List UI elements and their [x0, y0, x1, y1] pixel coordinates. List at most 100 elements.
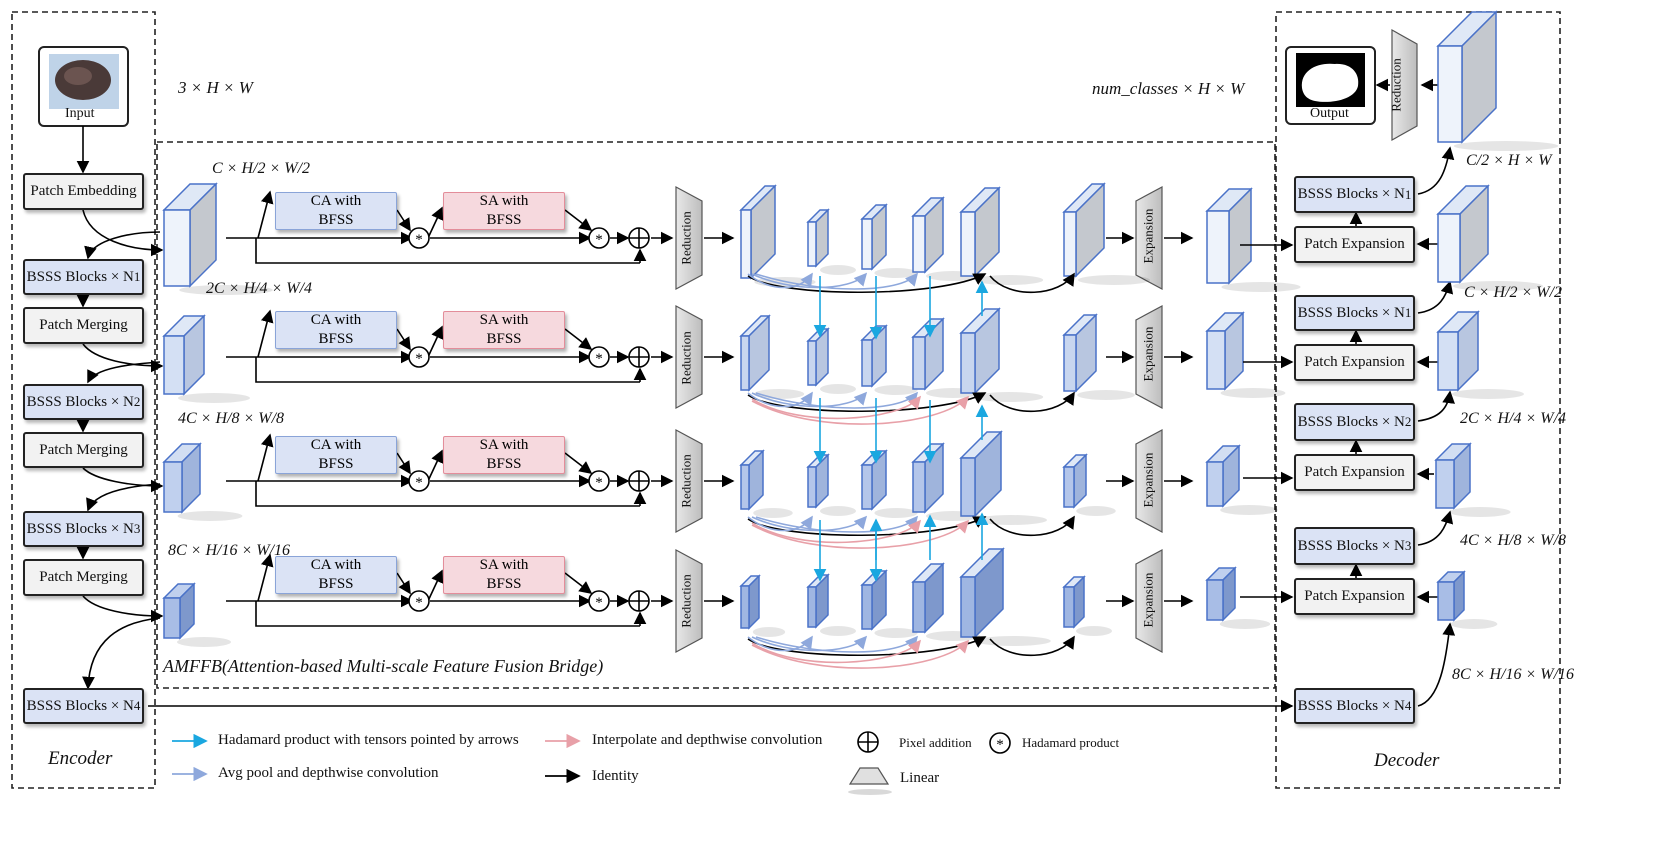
decoder-bsss3-label: BSSS Blocks × N	[1297, 537, 1405, 554]
sa-box-row1: SA with BFSS	[443, 192, 565, 230]
fusion-cube-r1-c1	[739, 184, 816, 287]
expand4-label: Patch Expansion	[1304, 588, 1405, 604]
output-dim: num_classes × H × W	[1092, 79, 1245, 98]
svg-text:*: *	[415, 595, 423, 611]
expansion-label-row4: Expansion	[1140, 572, 1156, 628]
dec-cube-5	[1436, 570, 1498, 629]
output-label: Output	[1310, 106, 1349, 121]
hadamard-sa-row3: *	[588, 470, 610, 492]
reduction-label-row3: Reduction	[678, 454, 694, 508]
svg-text:*: *	[415, 232, 423, 248]
dec-cube-2	[1436, 184, 1543, 291]
enc-cube-row3	[162, 442, 243, 521]
hadamard-sa-row2: *	[588, 346, 610, 368]
pixel-addition-icon	[857, 731, 879, 753]
fusion-cube-r3-c6	[1062, 453, 1116, 516]
expansion-label-row3: Expansion	[1140, 452, 1156, 508]
merge1-label: Patch Merging	[39, 317, 128, 333]
patch-merging-1: Patch Merging	[23, 307, 144, 344]
input-label: Input	[65, 106, 95, 121]
merge2-label: Patch Merging	[39, 441, 128, 458]
fusion-cube-r2-c1	[739, 314, 805, 399]
expansion-label-row2: Expansion	[1140, 326, 1156, 382]
fusion-cube-r4-c6	[1062, 575, 1112, 636]
ca-box-row2: CA with BFSS	[275, 311, 397, 349]
exp-cube-row2	[1205, 311, 1286, 398]
enc-cube-row2	[162, 314, 250, 403]
merge3-label: Patch Merging	[39, 569, 128, 585]
svg-text:*: *	[595, 232, 603, 248]
svg-text:*: *	[595, 595, 603, 611]
expansion-shape-row4	[1135, 548, 1163, 654]
reduction-label-row4: Reduction	[678, 574, 694, 628]
cross-scale-connections	[747, 272, 1075, 669]
hadamard-ca-row2: *	[408, 346, 430, 368]
hadamard-ca-row3: *	[408, 470, 430, 492]
expand2-label: Patch Expansion	[1304, 354, 1405, 370]
hadamard-sa-row4: *	[588, 590, 610, 612]
input-image	[38, 46, 129, 127]
decoder-bsss4-label: BSSS Blocks × N	[1297, 697, 1405, 714]
expansion-shape-row2	[1135, 304, 1163, 410]
svg-text:*: *	[595, 351, 603, 367]
svg-text:*: *	[415, 351, 423, 367]
dec5-dim: 8C × H/16 × W/16	[1452, 666, 1575, 683]
sa-box-row4: SA with BFSS	[443, 556, 565, 594]
patch-expansion-1: Patch Expansion	[1294, 226, 1415, 263]
legend-hadamard-arrows: Hadamard product with tensors pointed by…	[218, 732, 519, 748]
patch-expansion-3: Patch Expansion	[1294, 454, 1415, 491]
exp-cube-row4	[1205, 566, 1271, 629]
legend-pixel-add: Pixel addition	[899, 735, 972, 750]
fusion-cube-r3-c5	[959, 430, 1047, 525]
patch-embedding-label: Patch Embedding	[30, 183, 137, 199]
fusion-cube-r1-c6	[1062, 182, 1150, 285]
decoder-bsss1b-sub: 1	[1404, 305, 1412, 320]
ca-box-row4: CA with BFSS	[275, 556, 397, 594]
patch-expansion-4: Patch Expansion	[1294, 578, 1415, 615]
decoder-bsss3-sub: 3	[1404, 538, 1412, 553]
decoder-bsss2-label: BSSS Blocks × N	[1297, 413, 1405, 430]
dec-cube-3	[1436, 310, 1524, 399]
hadamard-ca-row4: *	[408, 590, 430, 612]
legend-linear: Linear	[900, 770, 940, 786]
decoder-bsss1-label: BSSS Blocks × N	[1297, 186, 1405, 202]
sa-box-row3: SA with BFSS	[443, 436, 565, 474]
hadamard-sa-row1: *	[588, 227, 610, 249]
encoder-bsss3-sub: 3	[133, 521, 141, 536]
row4-dim: 8C × H/16 × W/16	[168, 542, 291, 559]
fusion-cube-r4-c1	[739, 574, 786, 637]
decoder-bsss1b-label: BSSS Blocks × N	[1297, 304, 1405, 321]
exp-cube-row1	[1205, 187, 1301, 292]
expansion-shape-row1	[1135, 185, 1163, 291]
legend-identity: Identity	[592, 768, 639, 784]
dec2-dim: C × H/2 × W/2	[1464, 284, 1563, 301]
ca-box-row3: CA with BFSS	[275, 436, 397, 474]
fusion-cube-r2-c3	[860, 324, 918, 395]
dec-cube-1	[1436, 10, 1559, 151]
bridge-title: AMFFB(Attention-based Multi-scale Featur…	[163, 656, 604, 676]
row1-dim: C × H/2 × W/2	[212, 160, 311, 177]
legend-interp: Interpolate and depthwise convolution	[592, 732, 823, 748]
bridge-frame	[156, 141, 1276, 689]
fusion-cube-r1-c4	[911, 196, 980, 281]
pixel-add-row4	[628, 590, 650, 612]
legend-hadamard: Hadamard product	[1022, 735, 1120, 750]
hadamard-product-icon: *	[989, 732, 1011, 754]
fusion-cube-r1-c3	[860, 203, 918, 278]
enc-cube-row1	[162, 182, 273, 295]
encoder-bsss4-label: BSSS Blocks × N	[26, 697, 134, 714]
reduction-shape-row4	[675, 548, 703, 654]
fusion-cube-r3-c2	[806, 453, 856, 516]
patch-expansion-2: Patch Expansion	[1294, 344, 1415, 381]
svg-text:*: *	[415, 475, 423, 491]
reduction-shape-row3	[675, 428, 703, 534]
input-dim: 3 × H × W	[178, 78, 253, 97]
decoder-reduction-shape	[1391, 28, 1418, 142]
